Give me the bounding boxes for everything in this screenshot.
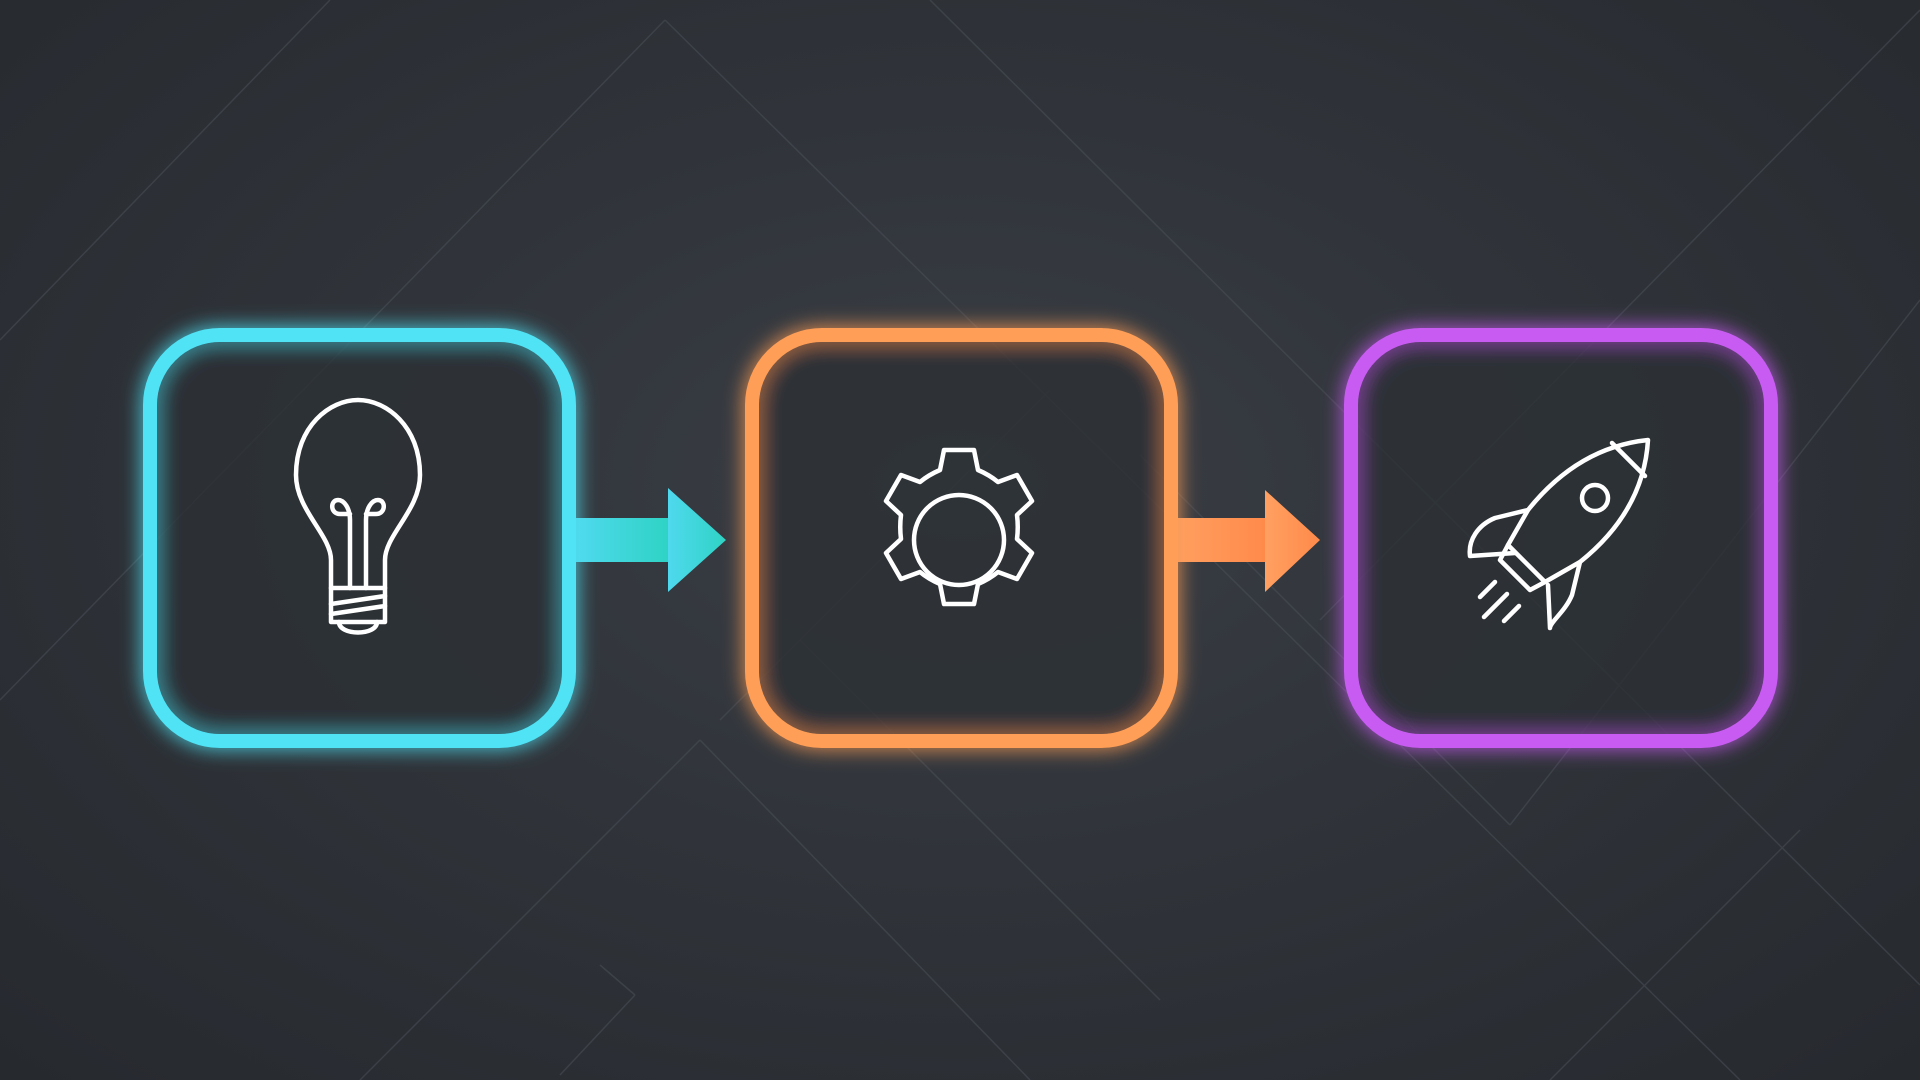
step-idea: [143, 328, 576, 748]
bg-line: [559, 994, 636, 1076]
arrow-idea-to-process: [575, 488, 726, 592]
step-launch: [1344, 328, 1778, 748]
bg-line: [359, 739, 701, 1080]
step-launch-frame: [1344, 328, 1778, 748]
arrow-process-to-launch: [1172, 490, 1320, 592]
step-process: [745, 328, 1178, 748]
bg-line: [0, 0, 331, 341]
gear-icon: [883, 447, 1035, 607]
bg-line: [699, 739, 1031, 1080]
rocket-icon: [1467, 437, 1651, 631]
bg-line: [599, 964, 636, 996]
bg-line: [1139, 454, 1511, 826]
step-process-frame: [745, 328, 1178, 748]
bg-line: [1549, 829, 1801, 1080]
step-idea-frame: [143, 328, 576, 748]
lightbulb-icon: [293, 397, 423, 635]
